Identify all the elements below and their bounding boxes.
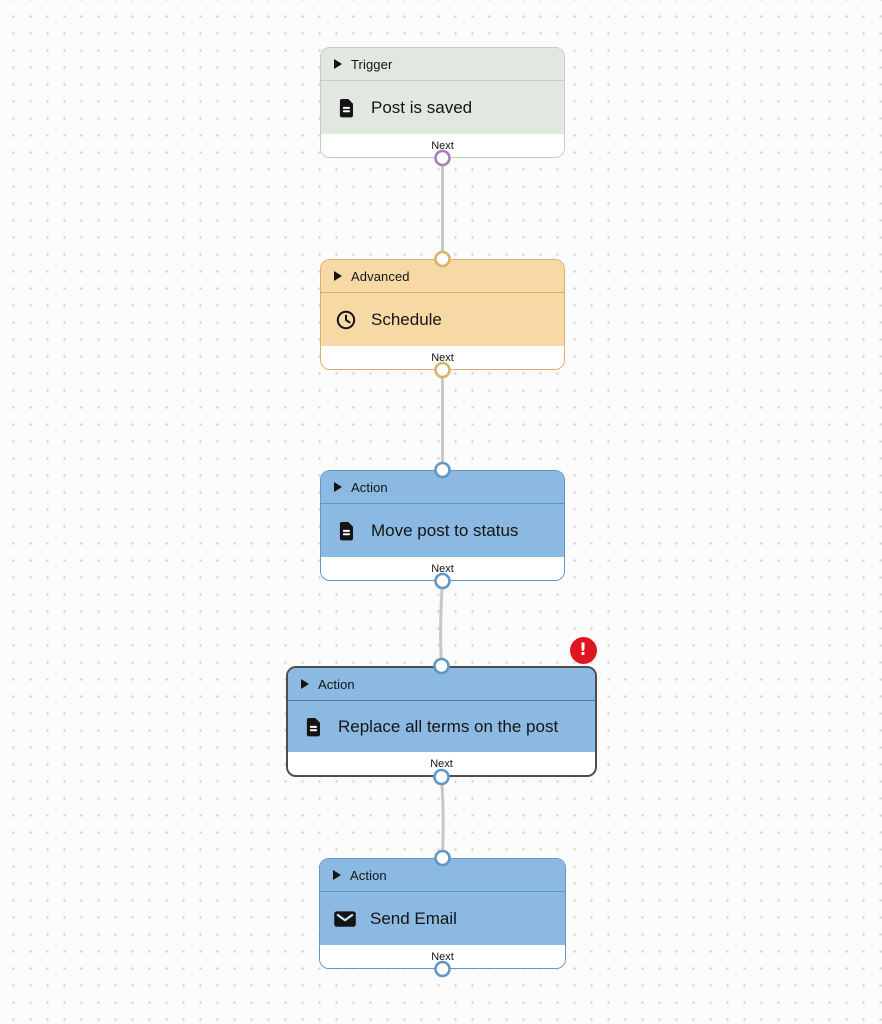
connector-edge-action-replace-all-terms-on-the-post--to--action-send-email (440, 775, 445, 860)
node-title: Post is saved (371, 97, 473, 117)
port-bottom-advanced-schedule[interactable] (434, 361, 451, 379)
collapse-triangle-icon[interactable] (333, 870, 341, 880)
node-type-label: Advanced (351, 268, 410, 284)
node-type-label: Trigger (351, 56, 393, 72)
next-label: Next (430, 757, 453, 770)
document-icon (334, 519, 358, 543)
node-type-label: Action (318, 676, 355, 692)
port-top-action-move-post-to-status[interactable] (434, 461, 451, 479)
collapse-triangle-icon[interactable] (301, 679, 309, 689)
node-body[interactable]: Send Email (320, 892, 565, 945)
node-body[interactable]: Replace all terms on the post (288, 701, 595, 752)
port-top-action-send-email[interactable] (434, 849, 451, 867)
node-footer: Next (320, 945, 565, 968)
node-body[interactable]: Post is saved (321, 81, 564, 134)
node-action-move-post-to-status[interactable]: Action Move post to status Next (320, 470, 565, 581)
node-body[interactable]: Move post to status (321, 504, 564, 557)
port-top-advanced-schedule[interactable] (434, 250, 451, 268)
collapse-triangle-icon[interactable] (334, 482, 342, 492)
node-type-label: Action (351, 479, 388, 495)
envelope-icon (333, 907, 357, 931)
clock-icon (334, 308, 358, 332)
node-footer: Next (288, 752, 595, 775)
node-title: Replace all terms on the post (338, 716, 559, 736)
node-action-replace-all-terms-on-the-post[interactable]: Action Replace all terms on the post Nex… (286, 666, 597, 777)
document-icon (301, 715, 325, 739)
node-title: Send Email (370, 908, 457, 928)
port-bottom-action-move-post-to-status[interactable] (434, 572, 451, 590)
port-bottom-trigger-post-is-saved[interactable] (434, 149, 451, 167)
node-header[interactable]: Trigger (321, 48, 564, 81)
next-label: Next (431, 139, 454, 152)
node-body[interactable]: Schedule (321, 293, 564, 346)
node-footer: Next (321, 557, 564, 580)
next-label: Next (431, 950, 454, 963)
next-label: Next (431, 351, 454, 364)
port-top-action-replace-all-terms-on-the-post[interactable] (433, 657, 450, 675)
error-badge[interactable]: ! (569, 636, 597, 664)
node-footer: Next (321, 134, 564, 157)
next-label: Next (431, 562, 454, 575)
node-type-label: Action (350, 867, 387, 883)
collapse-triangle-icon[interactable] (334, 59, 342, 69)
connector-edge-action-move-post-to-status--to--action-replace-all-terms-on-the-post (439, 579, 444, 668)
port-bottom-action-replace-all-terms-on-the-post[interactable] (433, 768, 450, 786)
collapse-triangle-icon[interactable] (334, 271, 342, 281)
port-bottom-action-send-email[interactable] (434, 960, 451, 978)
node-action-send-email[interactable]: Action Send Email Next (319, 858, 566, 969)
document-icon (334, 96, 358, 120)
node-trigger-post-is-saved[interactable]: Trigger Post is saved Next (320, 47, 565, 158)
node-footer: Next (321, 346, 564, 369)
node-title: Schedule (371, 309, 442, 329)
node-advanced-schedule[interactable]: Advanced Schedule Next (320, 259, 565, 370)
node-title: Move post to status (371, 520, 519, 540)
error-exclamation-icon: ! (579, 640, 587, 660)
